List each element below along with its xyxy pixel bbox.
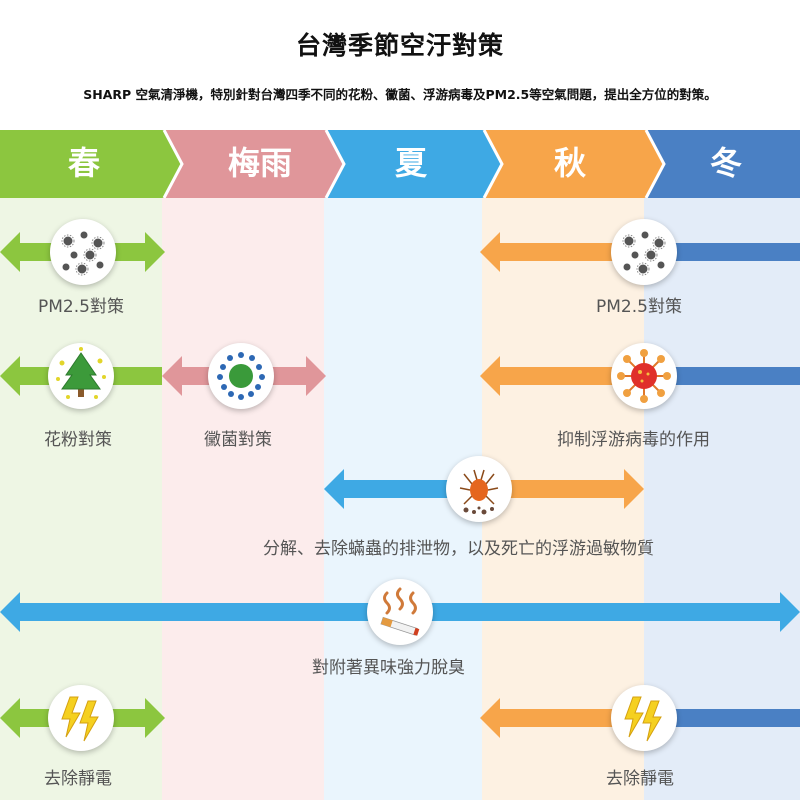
mold-spore-icon	[217, 352, 265, 400]
virus-label: 抑制浮游病毒的作用	[557, 430, 710, 450]
smoke-odor-icon	[380, 587, 420, 636]
pollen-label: 花粉對策	[44, 430, 112, 450]
pm25-winter-badge	[611, 219, 677, 285]
pm25-autumn-arrow	[480, 232, 644, 272]
static-left-label: 去除靜電	[44, 769, 112, 789]
summer-chevron	[324, 130, 502, 198]
static-winter-arrow	[644, 709, 800, 727]
lightning-icon	[61, 696, 99, 742]
season-label-winter: 冬	[709, 144, 742, 182]
season-chevron-bar	[0, 130, 800, 198]
odor-badge	[367, 579, 433, 645]
particles-icon	[622, 231, 666, 276]
particles-icon	[61, 231, 105, 276]
static-winter-badge	[611, 685, 677, 751]
pm25-spring-badge	[50, 219, 116, 285]
pm25-winter-arrow	[644, 243, 800, 261]
mite-summer-arrow	[324, 469, 482, 509]
mold-label: 黴菌對策	[204, 430, 272, 450]
winter-chevron	[644, 130, 800, 198]
mite-badge	[446, 456, 512, 522]
season-label-rainy: 梅雨	[227, 144, 292, 182]
rainy-season-column	[162, 198, 324, 800]
autumn-chevron	[482, 130, 664, 198]
page-subtitle: SHARP 空氣清淨機，特別針對台灣四季不同的花粉、黴菌、浮游病毒及PM2.5等…	[83, 87, 717, 102]
rainy-season-chevron	[162, 130, 344, 198]
mite-autumn-arrow	[482, 469, 644, 509]
static-right-label: 去除靜電	[606, 769, 674, 789]
virus-badge	[611, 343, 677, 409]
odor-label: 對附著異味強力脫臭	[312, 658, 465, 678]
mite-label: 分解、去除蟎蟲的排泄物，以及死亡的浮游過敏物質	[263, 539, 654, 559]
pollen-badge	[48, 343, 114, 409]
lightning-icon	[624, 696, 662, 742]
season-label-autumn: 秋	[553, 144, 586, 182]
static-spring-badge	[48, 685, 114, 751]
dust-mite-icon	[459, 469, 499, 515]
virus-winter-arrow	[644, 367, 800, 385]
season-label-spring: 春	[67, 144, 100, 182]
static-autumn-arrow	[480, 698, 644, 738]
tree-pollen-icon	[56, 347, 106, 399]
mold-badge	[208, 343, 274, 409]
season-label-summer: 夏	[394, 144, 427, 182]
virus-icon	[617, 349, 671, 403]
pm25-right-label: PM2.5對策	[596, 297, 682, 317]
pm25-left-label: PM2.5對策	[38, 297, 124, 317]
page-title: 台灣季節空汙對策	[295, 31, 504, 60]
spring-chevron	[0, 130, 182, 198]
virus-autumn-arrow	[480, 356, 644, 396]
